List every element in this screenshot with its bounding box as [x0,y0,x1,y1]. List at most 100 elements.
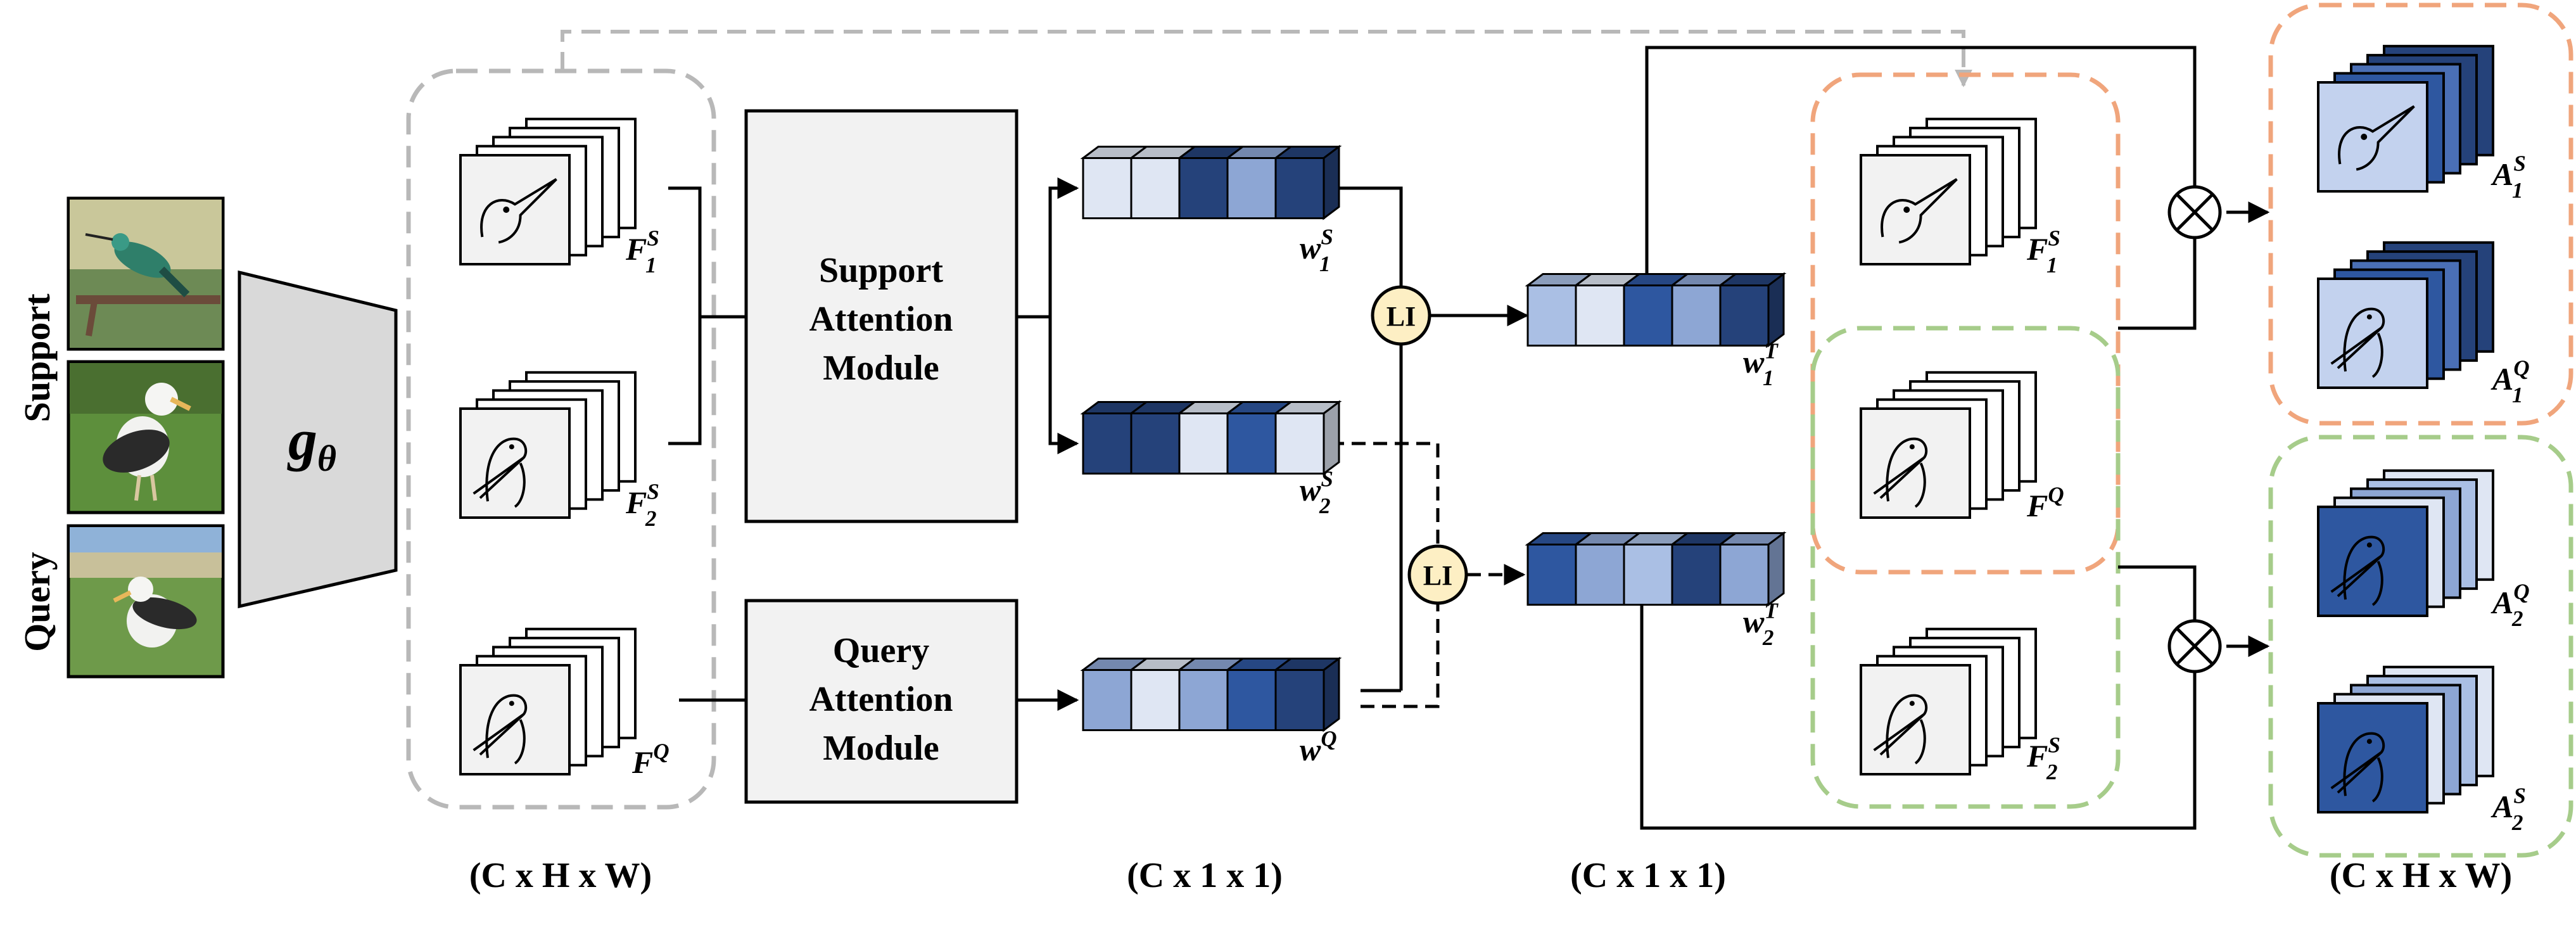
vector-cell [1178,669,1229,731]
vector-cell [1178,157,1229,219]
vector-cell [1082,157,1133,219]
dim-label-features: (C x H x W) [469,856,652,895]
vector-cell [1130,669,1181,731]
output-group-box-green [2268,435,2573,858]
li-text-1: LI [1386,301,1416,332]
query-image-albatross [67,524,225,679]
vector-cell [1526,284,1577,347]
vector-ws1 [1080,144,1342,220]
encoder-symbol: g [287,407,317,472]
li-text-2: LI [1423,560,1452,591]
vector-cell [1671,544,1722,606]
li-node-1: LI [1371,285,1431,346]
vector-cell [1226,157,1277,219]
multiply-operator-2 [2167,619,2222,673]
support-module-line-2: Attention [809,300,953,339]
vector-cell [1274,669,1325,731]
vector-cell [1226,412,1277,475]
vector-cell [1274,412,1325,475]
vector-wt2 [1525,531,1787,607]
vector-cell [1623,544,1673,606]
encoder-trapezoid [238,270,398,609]
feature-stack-fq-copy [1860,371,2037,519]
encoder: gθ [238,270,398,609]
vector-side [1323,144,1340,220]
encoder-label: gθ [287,407,336,479]
vector-cell [1671,284,1722,347]
query-attention-module: Query Attention Module [744,599,1018,804]
output-stacks [2317,44,2494,813]
dim-label-vectors: (C x 1 x 1) [1127,856,1283,895]
vector-cell [1623,284,1673,347]
vector-side [1323,400,1340,476]
input-images [67,196,225,679]
label-fq-copy: FQ [2026,483,2064,524]
feature-stack-fq [459,627,637,775]
li-circle-2 [1407,544,1468,605]
support-attention-box [744,109,1018,523]
vector-side [1767,272,1785,348]
dim-label-combined: (C x 1 x 1) [1570,856,1726,895]
output-stack-as1 [2317,44,2494,193]
label-fq: FQ [631,739,669,781]
feature-skip-arrow [561,30,1972,87]
support-image-albatross [67,360,225,514]
feature-stack-fs1 [459,117,637,265]
feature-stacks [459,117,2037,775]
vector-cell [1226,669,1277,731]
support-module-line-3: Module [823,348,939,388]
li-node-2: LI [1407,544,1468,605]
li-circle-1 [1371,285,1431,346]
vector-cell [1575,284,1625,347]
vector-cell [1082,412,1133,475]
vector-cell [1130,412,1181,475]
dim-label-outputs: (C x H x W) [2330,856,2512,895]
vector-side [1323,656,1340,732]
vector-cell [1130,157,1181,219]
support-image-hummingbird [67,196,225,351]
query-module-line-3: Module [823,729,939,768]
vector-cell [1082,669,1133,731]
output-stack-as2 [2317,665,2494,813]
support-query-group-box-orange [1810,72,2121,575]
feature-stack-fs2-copy [1860,627,2037,775]
vector-cell [1719,544,1770,606]
feature-stack-fs2 [459,371,637,519]
support-attention-module: Support Attention Module [744,109,1018,523]
support-module-line-1: Support [819,251,943,290]
vector-wq [1080,656,1342,732]
attention-vectors [1080,144,1787,732]
feature-stack-fs1-copy [1860,117,2037,265]
query-module-line-2: Attention [809,680,953,719]
vector-cell [1274,157,1325,219]
encoder-subscript: θ [317,438,336,479]
output-group-box-orange [2268,3,2573,426]
vector-side [1767,531,1785,607]
vector-cell [1178,412,1229,475]
query-module-line-1: Query [833,631,929,670]
multiply-operator-1 [2167,185,2222,239]
vector-cell [1719,284,1770,347]
connectors [668,46,2270,830]
vector-ws2 [1080,400,1342,476]
label-wq: wQ [1300,727,1337,768]
vector-cell [1526,544,1577,606]
output-stack-aq1 [2317,241,2494,389]
query-label: Query [16,552,58,652]
support-label: Support [16,293,58,423]
vector-wt1 [1525,272,1787,348]
